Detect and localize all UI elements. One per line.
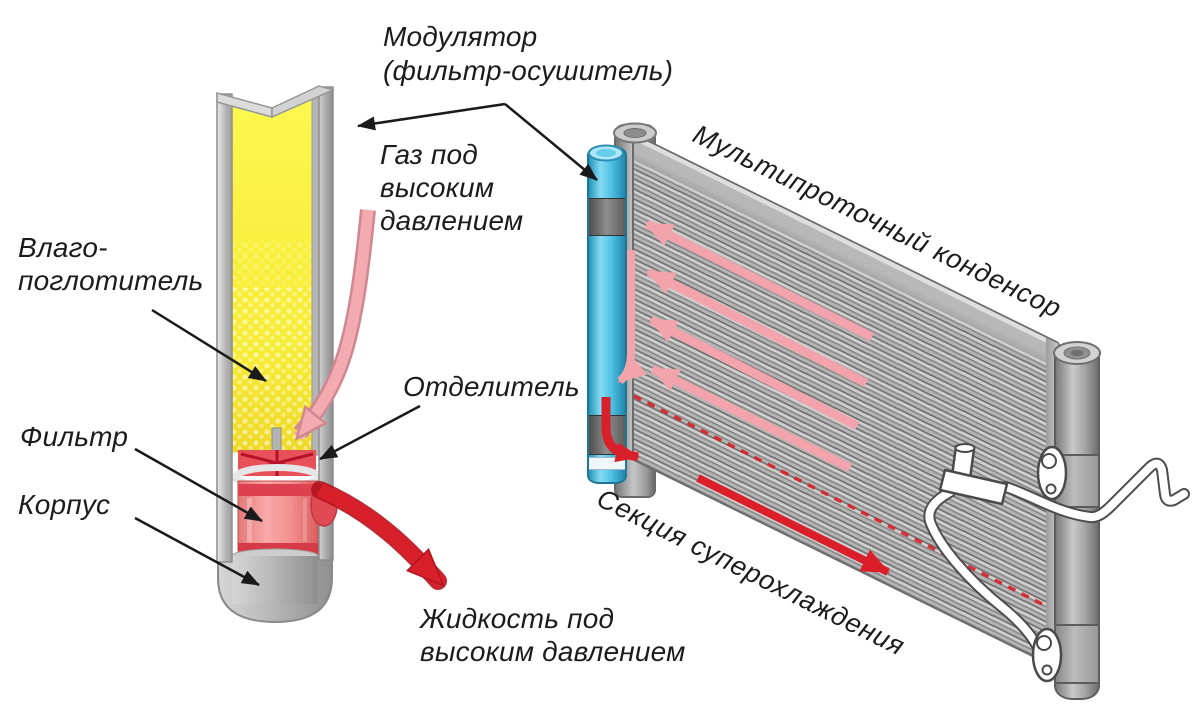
pipe-assembly: [923, 443, 1190, 683]
pipe-fitting: [938, 468, 1009, 506]
gas-inlet-arrow: [293, 209, 376, 437]
modulator-label-line1: Модулятор: [383, 21, 538, 52]
tube-wall-right: [318, 86, 334, 561]
separator-label: Отделитель: [403, 371, 580, 402]
leader-modulator-to-tube: [504, 103, 598, 181]
liquid-outlet-arrow: [311, 481, 447, 590]
flow-arrow-1: [644, 219, 875, 342]
subcool-flow-arrow: [696, 474, 890, 576]
flow-out-of-modulator: [601, 397, 640, 463]
gas-label: Газ под высоким давлением: [380, 139, 524, 236]
modulator-tube: [587, 146, 627, 484]
flow-arrow-3: [648, 315, 860, 431]
housing-front: [232, 556, 318, 604]
filter-label: Фильтр: [20, 421, 129, 452]
modulator-label: Модулятор (фильтр-осушитель): [383, 20, 673, 88]
liquid-label: Жидкость под высоким давлением: [420, 603, 686, 667]
leader-filter: [134, 447, 263, 523]
refrigerant-flow-arrows: [601, 219, 1047, 608]
condenser-right-header: [1054, 348, 1100, 700]
leader-housing: [134, 516, 260, 587]
modulator-band-top: [589, 198, 625, 236]
leader-separator: [319, 404, 421, 461]
outlet-pipe: [1000, 457, 1190, 524]
right-header-sleeve-bottom: [1056, 624, 1098, 684]
receiver-drier-cutaway: [216, 85, 338, 624]
desiccant-label: Влаго- поглотитель: [18, 232, 204, 296]
tube-wall-left: [216, 93, 233, 563]
flow-arrow-4: [650, 364, 853, 473]
header-caps: [588, 122, 1101, 365]
flow-arrow-2: [646, 267, 869, 388]
leader-lines: [134, 102, 598, 587]
leader-desiccant: [151, 308, 267, 383]
desiccant-beads-faint: [233, 240, 311, 290]
housing-label: Корпус: [18, 489, 111, 520]
leader-modulator-to-drier: [357, 102, 506, 131]
modulator-label-line2: (фильтр-осушитель): [383, 55, 674, 86]
subcool-dashed-path: [633, 394, 1047, 608]
flow-down-into-modulator: [617, 250, 647, 385]
